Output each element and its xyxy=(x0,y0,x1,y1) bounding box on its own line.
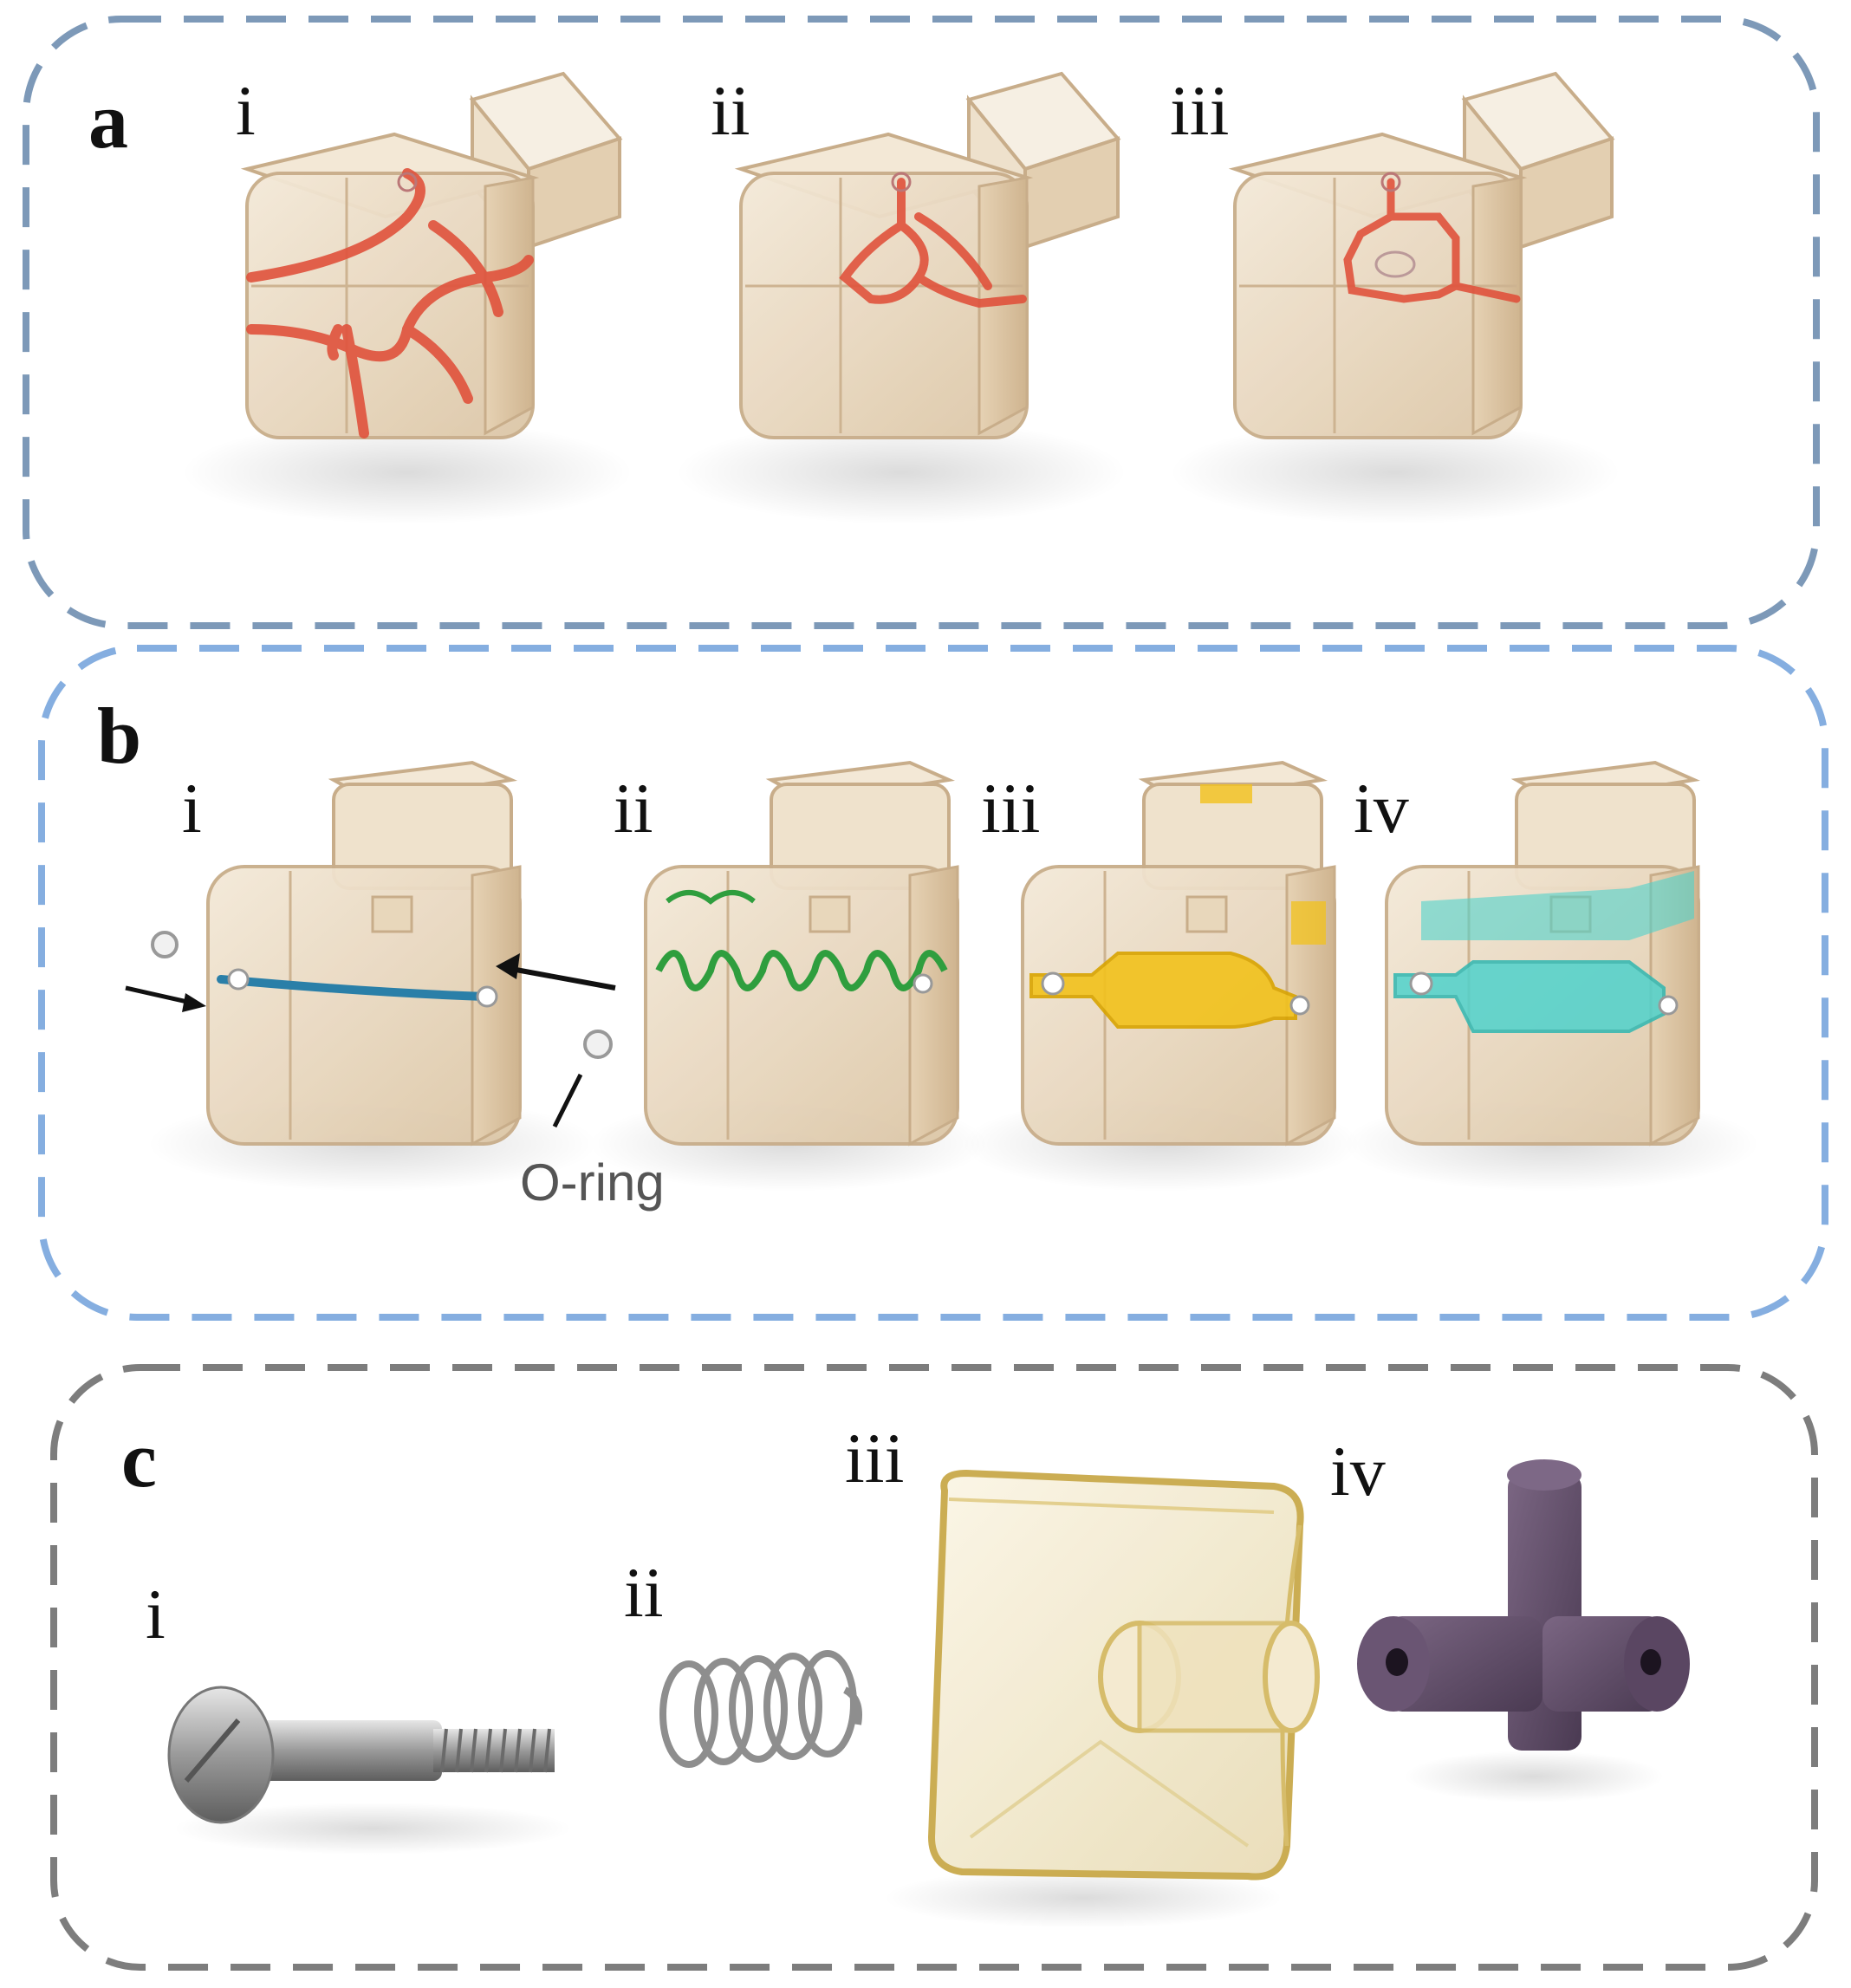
panel-a-border xyxy=(23,16,1820,629)
screw-icon xyxy=(167,1686,572,1855)
spring-icon xyxy=(659,1650,862,1768)
cube-a-ii xyxy=(676,71,1127,524)
panel-a-label-ii: ii xyxy=(711,71,750,150)
panel-a-label-i: i xyxy=(236,71,256,150)
cross-connector-icon xyxy=(1357,1459,1690,1803)
panel-b-label-i: i xyxy=(182,769,202,848)
panel-a: a i xyxy=(23,16,1820,629)
panel-c-label-iv: iv xyxy=(1330,1432,1386,1510)
module-b-i xyxy=(125,760,616,1192)
panel-c-label-ii: ii xyxy=(624,1553,664,1632)
cube-a-iii xyxy=(1170,71,1620,524)
module-b-iii xyxy=(962,760,1361,1192)
panel-b: b i O-ring xyxy=(38,645,1828,1321)
cube-a-i xyxy=(182,71,633,524)
panel-c-label-iii: iii xyxy=(845,1419,904,1497)
module-b-ii xyxy=(589,760,988,1192)
panel-a-letter: a xyxy=(88,76,128,165)
panel-c: c i xyxy=(50,1364,1818,1971)
panel-c-label-i: i xyxy=(146,1575,166,1653)
panel-b-label-iii: iii xyxy=(981,769,1040,848)
panel-b-label-ii: ii xyxy=(614,769,653,848)
panel-c-letter: c xyxy=(121,1415,157,1504)
module-b-iv xyxy=(1343,760,1759,1192)
housing-icon xyxy=(884,1469,1320,1928)
panel-c-border xyxy=(50,1364,1818,1971)
panel-a-label-iii: iii xyxy=(1170,71,1229,150)
panel-b-letter: b xyxy=(97,692,141,780)
panel-b-label-iv: iv xyxy=(1354,769,1409,848)
